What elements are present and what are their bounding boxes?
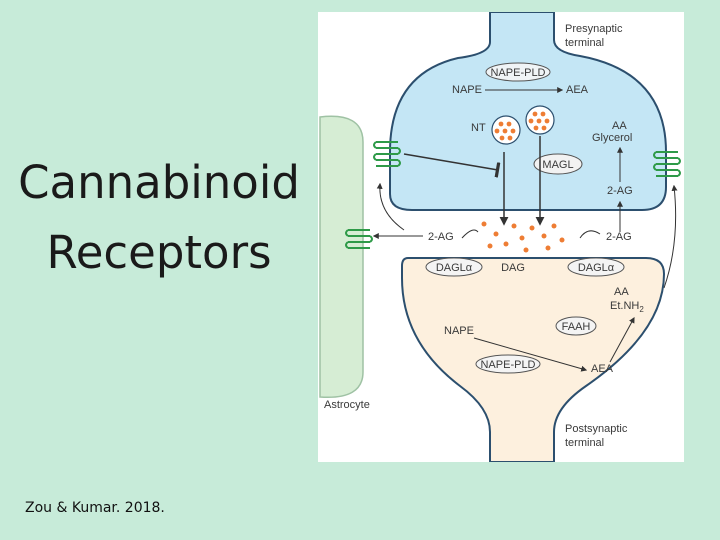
- faah-label: FAAH: [562, 321, 591, 333]
- right-2ag-curve: [579, 230, 601, 239]
- pre-2ag-label: 2-AG: [607, 185, 633, 197]
- pre-nape-label: NAPE: [452, 84, 482, 96]
- nt-label: NT: [471, 122, 486, 134]
- presynaptic-body: [389, 12, 667, 211]
- 2ag-to-cb1r-arrow: [376, 182, 405, 231]
- faah-oval: [555, 316, 597, 336]
- dagl-right-oval: [567, 257, 625, 277]
- post-nape-label: NAPE: [444, 325, 474, 337]
- dagl-left-label: DAGLα: [436, 262, 473, 274]
- citation: Zou & Kumar. 2018.: [25, 500, 165, 516]
- astrocyte: Astrocyte: [319, 115, 370, 411]
- postsynaptic-terminal: Postsynaptic terminal DAGLα DAG DAGLα AA…: [401, 257, 666, 462]
- right-2ag-label: 2-AG: [606, 231, 632, 243]
- 2ag-to-right-cb1r-arrow: [663, 184, 678, 289]
- synaptic-cleft-molecules: [481, 221, 565, 253]
- magl-oval: [533, 153, 583, 175]
- magl-label: MAGL: [542, 159, 573, 171]
- title-line-2: Receptors: [46, 225, 272, 279]
- dagl-left-oval: [425, 257, 483, 277]
- astrocyte-body: [319, 115, 364, 399]
- dag-label: DAG: [501, 262, 525, 274]
- etnh2-text: Et.NH: [610, 300, 639, 312]
- presynaptic-label-line2: terminal: [565, 37, 604, 49]
- cb1r-receptor-right: [653, 151, 681, 177]
- pre-nape-pld-oval: [485, 62, 551, 82]
- nape-to-aea-post-arrow: [473, 337, 588, 372]
- vesicle-2: [525, 105, 555, 135]
- title-line-1: Cannabinoid: [18, 156, 300, 209]
- pre-nape-pld-label: NAPE-PLD: [490, 67, 545, 79]
- postsynaptic-label-line2: terminal: [565, 437, 604, 449]
- post-aa-label: AA: [614, 286, 629, 298]
- presynaptic-label-line1: Presynaptic: [565, 23, 623, 35]
- pre-aea-label: AEA: [566, 84, 589, 96]
- dagl-right-label: DAGLα: [578, 262, 615, 274]
- post-nape-pld-label: NAPE-PLD: [480, 359, 535, 371]
- cb1r-inhibition-line: [403, 153, 501, 178]
- glycerol-label: Glycerol: [592, 132, 632, 144]
- post-aea-label: AEA: [591, 363, 614, 375]
- cb1r-receptor-left: [373, 141, 401, 167]
- postsynaptic-label-line1: Postsynaptic: [565, 423, 628, 435]
- astrocyte-label: Astrocyte: [324, 399, 370, 411]
- aa-label: AA: [612, 120, 627, 132]
- post-nape-pld-oval: [475, 354, 541, 374]
- synapse-diagram: Astrocyte Presynaptic terminal NAPE-PLD …: [318, 12, 684, 462]
- slide-title: Cannabinoid Receptors: [0, 148, 318, 288]
- synapse-diagram-svg: Astrocyte Presynaptic terminal NAPE-PLD …: [319, 12, 681, 462]
- aea-to-aa-arrow: [609, 316, 635, 363]
- etnh2-label: Et.NH2: [610, 300, 644, 314]
- etnh2-subscript: 2: [639, 305, 644, 314]
- left-2ag-label: 2-AG: [428, 231, 454, 243]
- vesicle-1: [491, 115, 521, 145]
- astrocyte-cb1r-receptor: [345, 229, 373, 249]
- presynaptic-terminal: Presynaptic terminal NAPE-PLD NAPE AEA N…: [373, 12, 681, 226]
- left-2ag-curve: [461, 229, 479, 239]
